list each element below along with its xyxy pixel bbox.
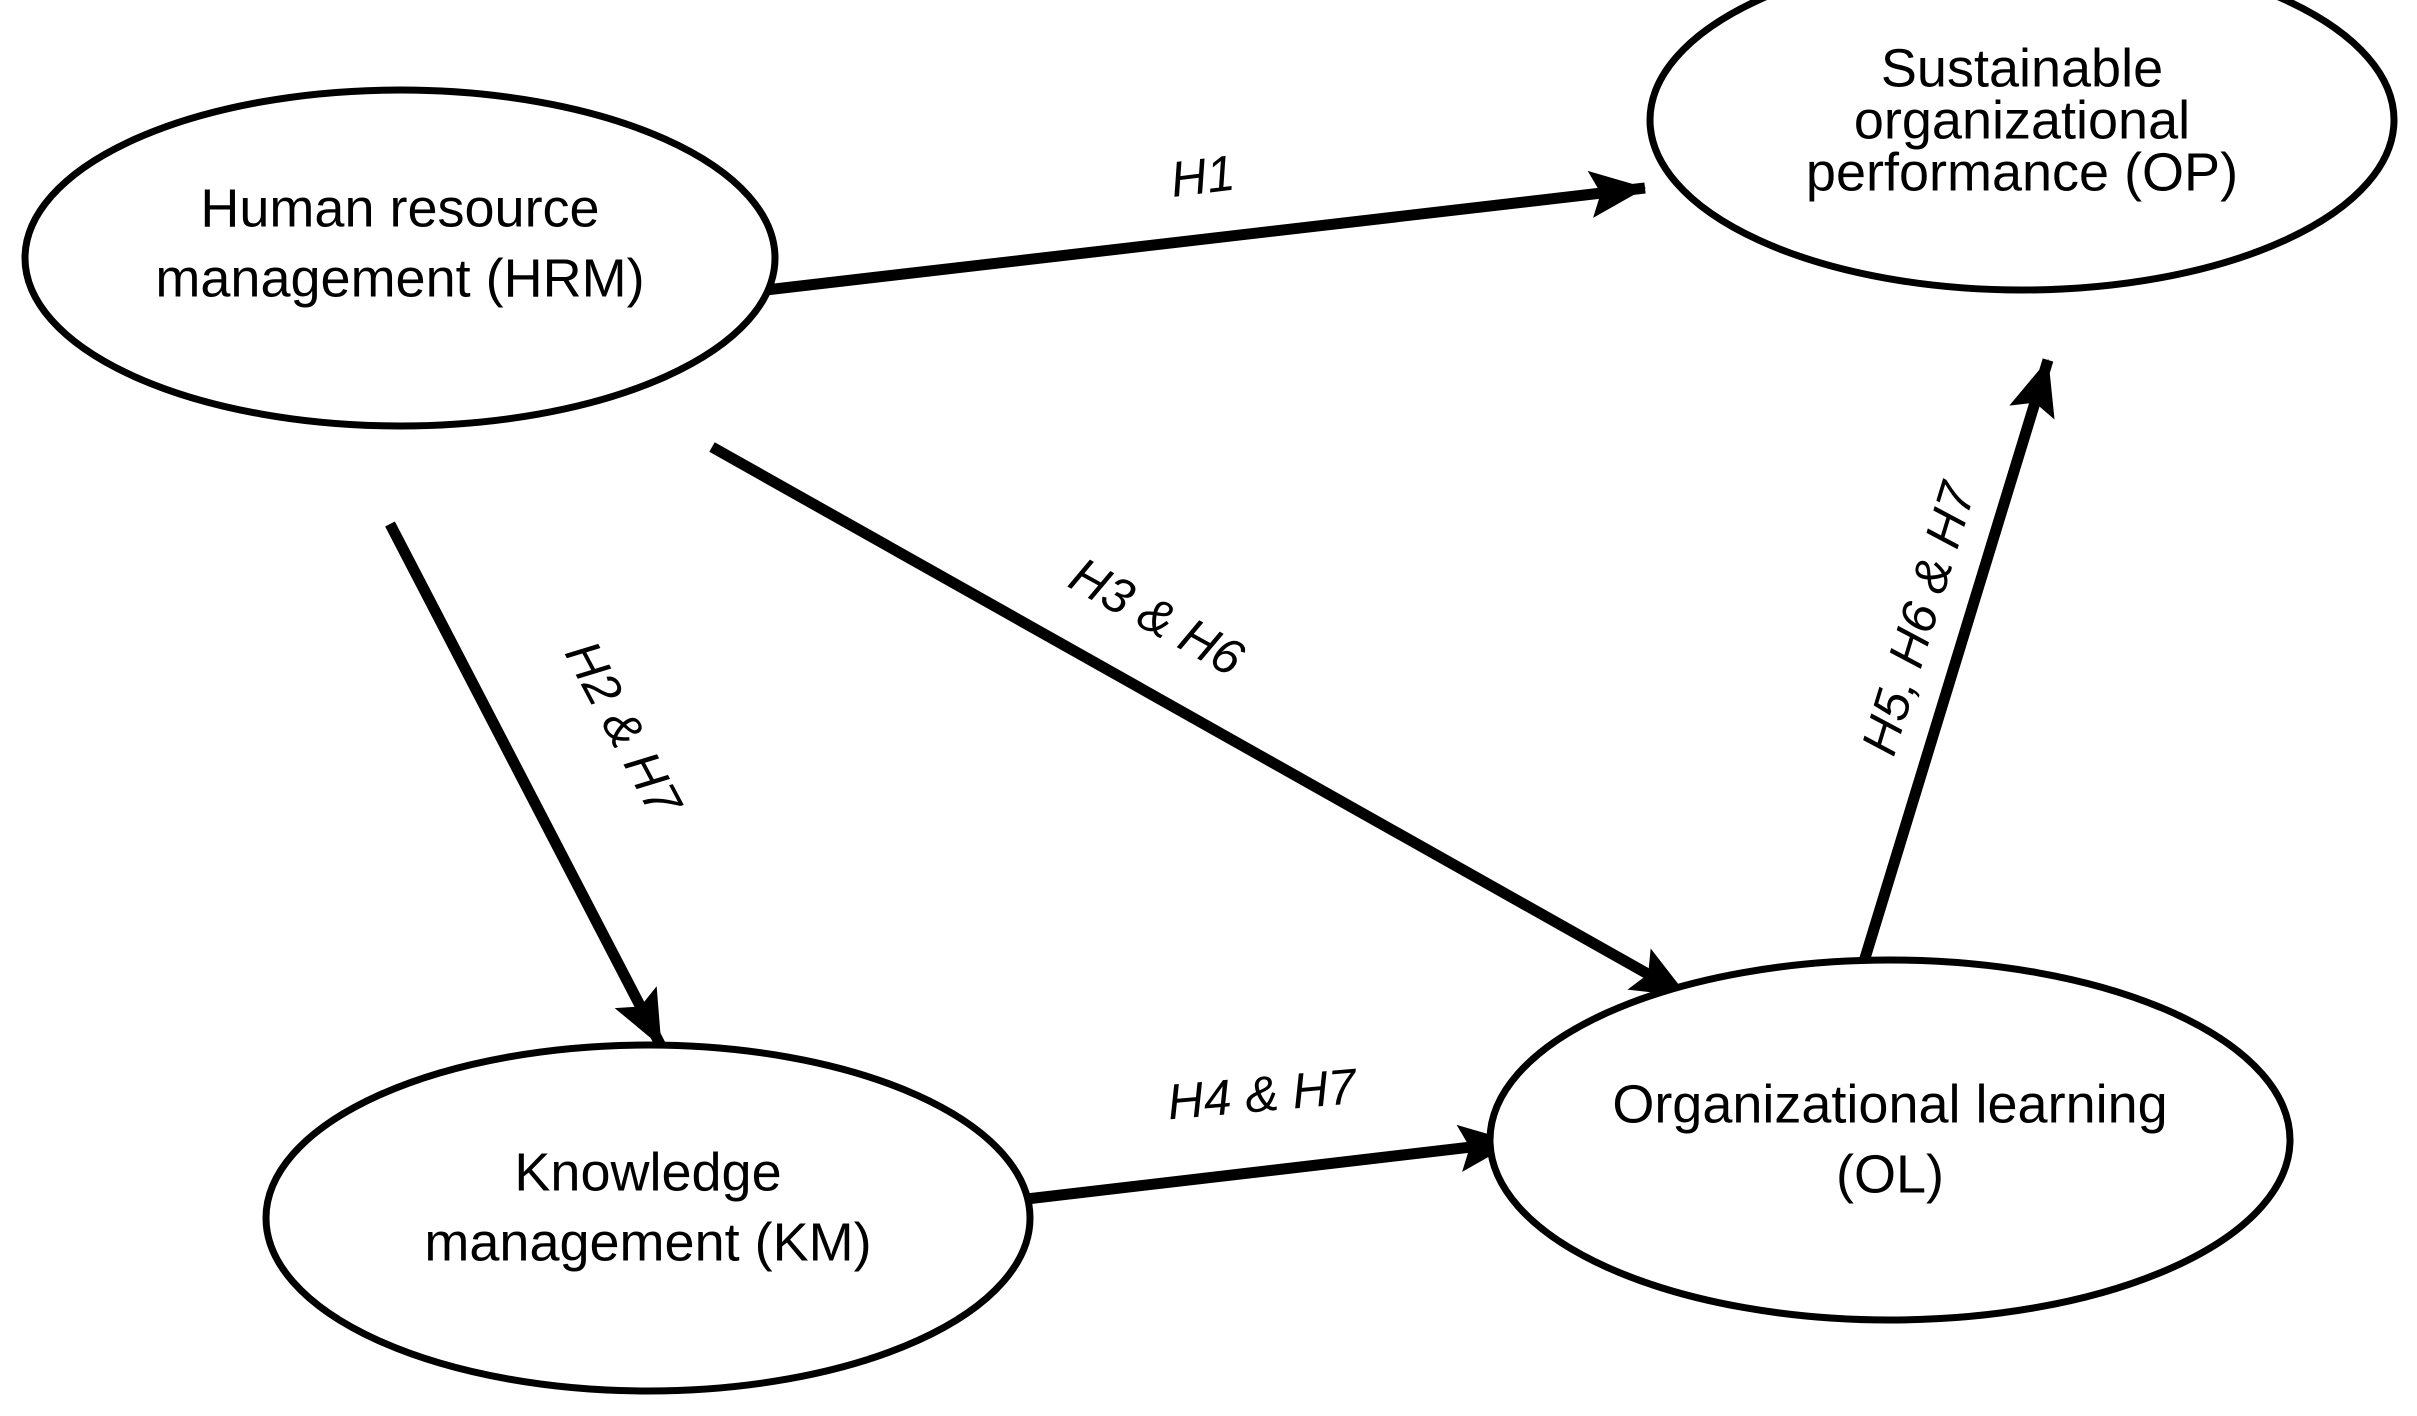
node-km-label-line2: management (KM) <box>424 1212 871 1272</box>
edge-h1-label: H1 <box>1167 145 1237 208</box>
edge-h1-line <box>739 170 1647 299</box>
node-hrm[interactable]: Human resource management (HRM) <box>21 86 779 430</box>
edge-h2-h7-label: H2 & H7 <box>554 632 693 827</box>
node-ol-label-line1: Organizational learning <box>1612 1074 2167 1134</box>
edge-h3-h6-line <box>709 442 1690 1001</box>
edge-h4-h7-label: H4 & H7 <box>1165 1058 1360 1130</box>
node-op-label-line3: performance (OP) <box>1806 142 2238 202</box>
node-op-label-line2: organizational <box>1854 90 2190 150</box>
node-km-label-line1: Knowledge <box>514 1142 781 1202</box>
node-op-label-line1: Sustainable <box>1881 38 2163 98</box>
edge-h3-h6: H3 & H6 <box>709 442 1690 1001</box>
node-ol-label-line2: (OL) <box>1836 1144 1944 1204</box>
edge-h4-h7: H4 & H7 <box>1017 1058 1516 1206</box>
edge-h2-h7: H2 & H7 <box>385 521 693 1049</box>
edge-h5-h6-h7-line <box>1856 358 2055 970</box>
node-hrm-label-line2: management (HRM) <box>155 248 644 308</box>
node-hrm-label-line1: Human resource <box>200 178 599 238</box>
edge-h4-h7-line <box>1017 1124 1516 1206</box>
node-km-ellipse[interactable] <box>262 1041 1034 1395</box>
node-km[interactable]: Knowledge management (KM) <box>262 1041 1034 1395</box>
node-ol[interactable]: Organizational learning (OL) <box>1486 956 2294 1324</box>
node-ol-ellipse[interactable] <box>1486 956 2294 1324</box>
edge-h3-h6-label: H3 & H6 <box>1061 546 1254 687</box>
edge-h5-h6-h7: H5, H6 & H7 <box>1851 358 2055 970</box>
edge-h1: H1 <box>739 145 1647 299</box>
node-hrm-ellipse[interactable] <box>21 86 779 430</box>
node-op[interactable]: Sustainable organizational performance (… <box>1646 0 2398 294</box>
node-op-ellipse[interactable] <box>1646 0 2398 294</box>
edge-h2-h7-line <box>385 521 666 1049</box>
